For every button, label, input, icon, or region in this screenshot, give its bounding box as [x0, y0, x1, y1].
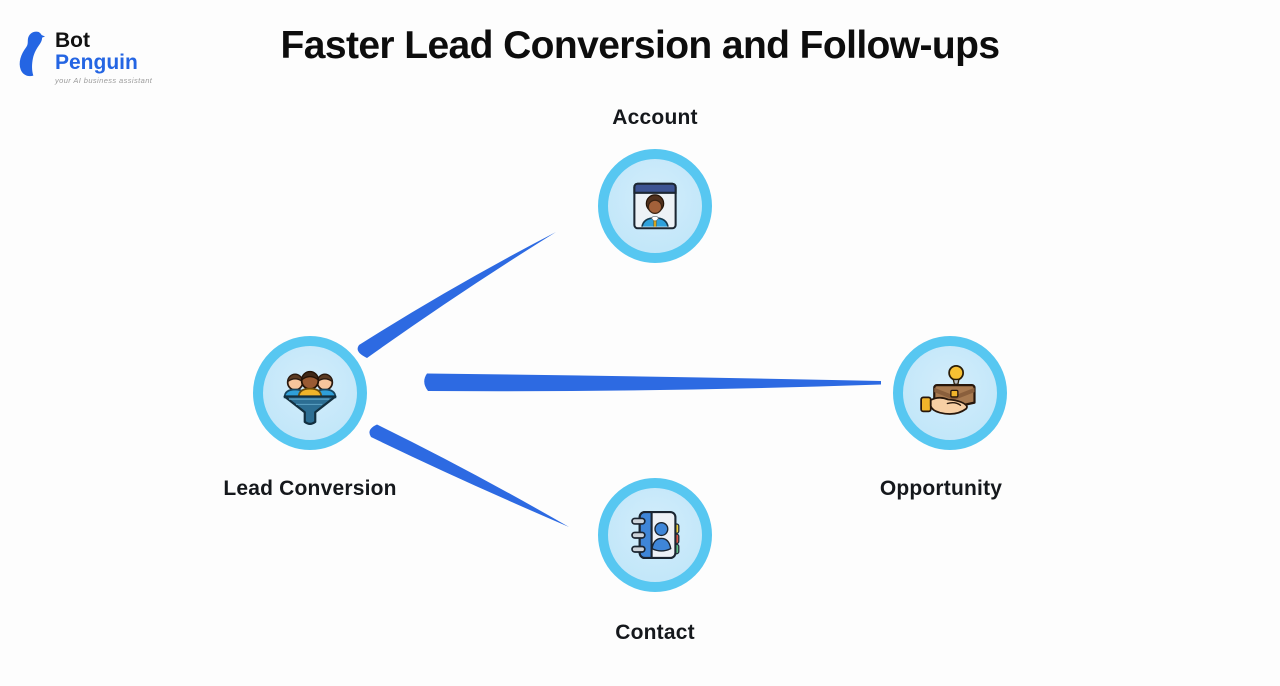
- penguin-icon: [19, 31, 46, 77]
- contact-circle: [598, 478, 712, 592]
- page-title: Faster Lead Conversion and Follow-ups: [280, 24, 1001, 67]
- lead-conversion-circle: [253, 336, 367, 450]
- lead-funnel-icon: [283, 370, 337, 425]
- account-circle: [598, 149, 712, 263]
- lead-conversion-label: Lead Conversion: [223, 477, 397, 500]
- arrow-lead-to-account-icon: [357, 232, 556, 358]
- opportunity-circle: [893, 336, 1007, 450]
- opportunity-briefcase-icon: [920, 365, 976, 415]
- arrow-lead-to-opportunity-icon: [424, 373, 881, 392]
- contact-book-icon: [631, 510, 680, 560]
- opportunity-label: Opportunity: [879, 477, 1003, 500]
- logo-penguin-text: Penguin: [55, 51, 138, 74]
- bot-penguin-logo: Bot Penguin your AI business assistant: [14, 30, 152, 85]
- logo-bot-text: Bot: [55, 29, 90, 52]
- contact-label: Contact: [615, 621, 695, 644]
- logo-tagline: your AI business assistant: [55, 76, 153, 85]
- account-profile-icon: [633, 182, 677, 230]
- account-label: Account: [612, 106, 698, 129]
- arrow-lead-to-contact-icon: [369, 424, 569, 527]
